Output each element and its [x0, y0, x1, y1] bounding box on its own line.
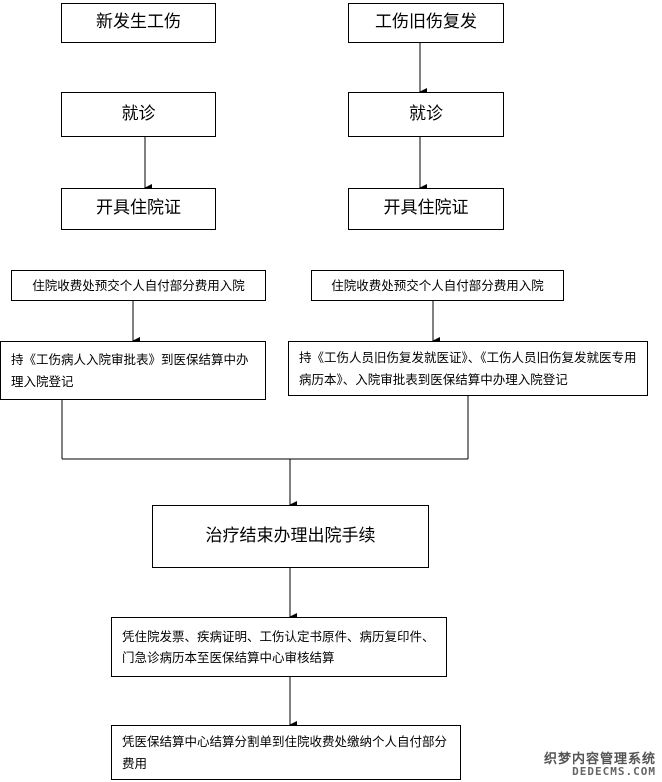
right-certificate-box: 开具住院证 [348, 188, 504, 230]
right-start-box: 工伤旧伤复发 [348, 3, 504, 43]
right-register-box: 持《工伤人员旧伤复发就医证》、《工伤人员旧伤复发就医专用病历本》、入院审批表到医… [288, 341, 648, 396]
left-register-box: 持《工伤病人入院审批表》到医保结算中办理入院登记 [0, 341, 266, 400]
right-prepay-label: 住院收费处预交个人自付部分费用入院 [331, 277, 544, 293]
settlement-box: 凭住院发票、疾病证明、工伤认定书原件、病历复印件、门急诊病历本至医保结算中心审核… [111, 617, 447, 677]
right-visit-label: 就诊 [409, 103, 443, 124]
right-visit-box: 就诊 [348, 92, 504, 137]
left-start-box: 新发生工伤 [61, 3, 216, 43]
right-register-label: 持《工伤人员旧伤复发就医证》、《工伤人员旧伤复发就医专用病历本》、入院审批表到医… [299, 350, 637, 387]
right-start-label: 工伤旧伤复发 [375, 12, 477, 33]
payment-label: 凭医保结算中心结算分割单到住院收费处缴纳个人自付部分费用 [122, 734, 448, 771]
left-prepay-label: 住院收费处预交个人自付部分费用入院 [32, 277, 245, 293]
left-visit-box: 就诊 [61, 92, 216, 137]
left-visit-label: 就诊 [121, 103, 156, 124]
right-prepay-box: 住院收费处预交个人自付部分费用入院 [311, 270, 564, 301]
dedecms-watermark: 织梦内容管理系统 DEDECMS.COM [544, 753, 656, 778]
discharge-box: 治疗结束办理出院手续 [152, 505, 429, 568]
settlement-label: 凭住院发票、疾病证明、工伤认定书原件、病历复印件、门急诊病历本至医保结算中心审核… [122, 628, 435, 665]
left-certificate-label: 开具住院证 [96, 198, 181, 219]
left-start-label: 新发生工伤 [96, 12, 181, 33]
discharge-label: 治疗结束办理出院手续 [205, 525, 376, 546]
right-certificate-label: 开具住院证 [383, 198, 469, 219]
payment-box: 凭医保结算中心结算分割单到住院收费处缴纳个人自付部分费用 [111, 725, 461, 780]
watermark-chinese: 织梦内容管理系统 [543, 751, 656, 767]
left-prepay-box: 住院收费处预交个人自付部分费用入院 [11, 270, 266, 301]
watermark-english: DEDECMS.COM [572, 765, 656, 779]
left-certificate-box: 开具住院证 [61, 188, 216, 230]
left-register-label: 持《工伤病人入院审批表》到医保结算中办理入院登记 [11, 352, 249, 389]
